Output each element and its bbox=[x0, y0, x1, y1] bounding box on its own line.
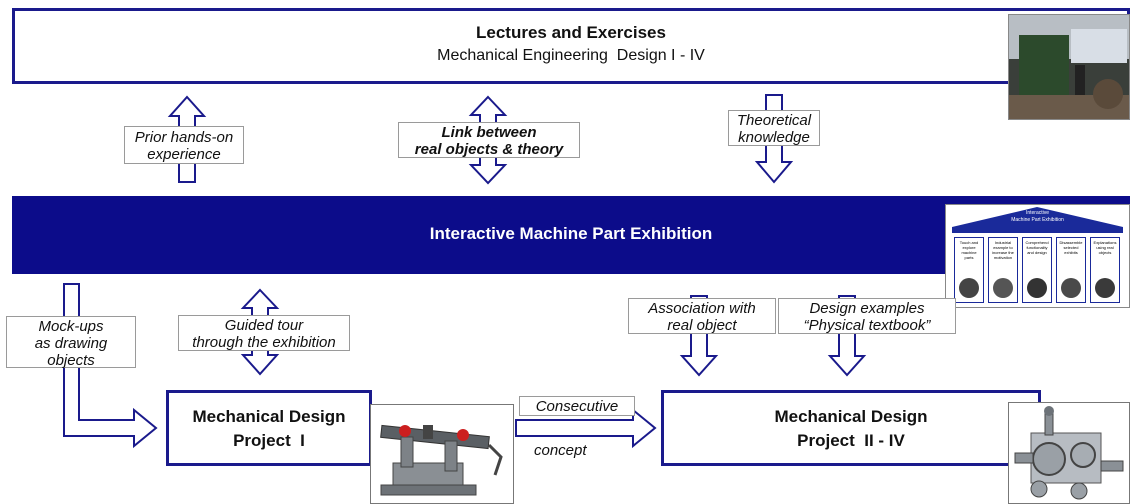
project-2-line1: Mechanical Design bbox=[774, 407, 928, 426]
project-1-machine-image bbox=[370, 404, 514, 504]
label-concept: concept bbox=[534, 442, 587, 459]
right-arrow-consecutive bbox=[515, 407, 657, 449]
label-consecutive: Consecutive bbox=[519, 396, 635, 416]
thumb-panel: Explanations using real objects bbox=[1090, 237, 1120, 303]
label-mockups: Mock-ups as drawing objects bbox=[6, 316, 136, 369]
project-1-box: Mechanical Design Project I bbox=[166, 390, 372, 466]
thumb-title-1: Interactive bbox=[1025, 210, 1050, 216]
label-prior: Prior hands-on experience bbox=[124, 126, 244, 164]
project-2-box: Mechanical Design Project II - IV bbox=[661, 390, 1041, 466]
label-tour: Guided tour through the exhibition bbox=[178, 315, 350, 351]
label-association: Association with real object bbox=[628, 298, 776, 334]
exhibition-thumbnail: Interactive Machine Part Exhibition Touc… bbox=[945, 204, 1130, 308]
gearbox-image bbox=[1008, 402, 1130, 504]
project-1-line2: Project I bbox=[233, 431, 305, 450]
lectures-title: Lectures and Exercises bbox=[476, 23, 666, 42]
label-theory: Theoretical knowledge bbox=[728, 110, 820, 146]
thumb-title-2: Machine Part Exhibition bbox=[1011, 217, 1064, 223]
exhibition-label: Interactive Machine Part Exhibition bbox=[429, 224, 713, 243]
project-2-line2: Project II - IV bbox=[797, 431, 905, 450]
thumb-panel: Industrial example to increase the motiv… bbox=[988, 237, 1018, 303]
thumb-panel: Disassemble selected exhibits bbox=[1056, 237, 1086, 303]
label-design: Design examples “Physical textbook” bbox=[778, 298, 956, 334]
thumb-panel: Comprehend functionality and design bbox=[1022, 237, 1052, 303]
exhibition-band: Interactive Machine Part Exhibition bbox=[12, 196, 1130, 274]
label-link: Link between real objects & theory bbox=[398, 122, 580, 158]
lectures-subtitle: Mechanical Engineering Design I - IV bbox=[437, 47, 705, 64]
project-1-line1: Mechanical Design bbox=[192, 407, 346, 426]
thumb-panel: Touch and explore machine parts bbox=[954, 237, 984, 303]
lectures-box: Lectures and Exercises Mechanical Engine… bbox=[12, 8, 1130, 84]
lecture-hall-photo bbox=[1008, 14, 1130, 120]
